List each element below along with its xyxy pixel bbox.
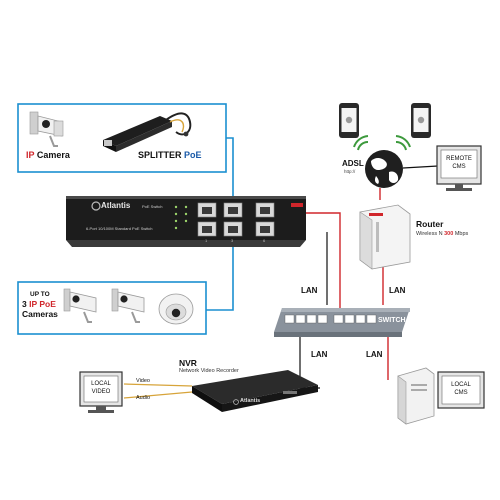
poe-link-top <box>226 137 234 207</box>
adsl-label: ADSL <box>342 159 364 168</box>
dome-camera-icon <box>158 293 194 325</box>
up-to-label: UP TO <box>30 291 50 298</box>
router-unit: Mbps <box>453 231 469 237</box>
local-video-label: LOCAL VIDEO <box>84 380 118 396</box>
ip-camera-label: IP Camera <box>26 150 70 160</box>
poe-switch-model: PoE Switch <box>142 204 163 209</box>
apple-logo-icon <box>345 116 353 124</box>
poe-port-number: 3 <box>231 238 234 243</box>
router-speed: 300 <box>444 231 454 237</box>
lan-label: LAN <box>301 286 318 295</box>
router-title: Router <box>416 219 444 229</box>
lan-label: LAN <box>389 286 406 295</box>
nvr-subtitle: Network Video Recorder <box>179 368 239 374</box>
poe-switch-subtitle: 6-Port 10/100M Standard PoE Switch <box>86 226 153 231</box>
poe-switch-brand: Atlantis <box>101 201 131 210</box>
poe-switch-device <box>66 196 306 247</box>
remote-cms-label: REMOTE CMS <box>441 155 477 171</box>
bullet-camera-icon <box>63 288 97 323</box>
apple-logo-icon <box>417 116 425 124</box>
local-video-line: LOCAL <box>91 381 111 387</box>
remote-cms-monitor-icon <box>436 145 482 191</box>
adsl-url: http:// <box>344 169 356 174</box>
cameras-label: Cameras <box>22 309 58 319</box>
splitter-poe-label: SPLITTER PoE <box>138 150 202 160</box>
nvr-device <box>192 370 318 412</box>
cameras-ip-poe: IP PoE <box>29 299 56 309</box>
globe-icon <box>365 150 403 188</box>
remote-cms-line: REMOTE <box>446 156 472 162</box>
lan-label: LAN <box>311 350 328 359</box>
nvr-title: NVR <box>179 358 197 368</box>
switch-label: SWITCH <box>378 317 406 324</box>
poe-port-number: 1 <box>205 238 208 243</box>
atlantis-logo-icon <box>233 399 239 405</box>
poe-link-bottom <box>206 238 234 311</box>
splitter-label-poe: PoE <box>184 150 202 160</box>
globe-to-remote-cms-link <box>402 165 439 169</box>
local-cms-line: LOCAL <box>451 382 471 388</box>
smartphone-icon <box>411 103 431 138</box>
nvr-brand: Atlantis <box>240 398 261 404</box>
ip-label-prefix: IP <box>26 150 35 160</box>
local-cms-label: LOCAL CMS <box>442 381 480 397</box>
video-label: Video <box>136 378 150 384</box>
audio-cable <box>123 391 193 399</box>
cameras-count: 3 <box>22 299 30 309</box>
splitter-label-prefix: SPLITTER <box>138 150 185 160</box>
poe-port-number: 6 <box>263 238 266 243</box>
router-device <box>359 204 411 270</box>
local-cms-line: CMS <box>454 390 468 396</box>
atlantis-logo-icon <box>91 201 101 211</box>
local-video-line: VIDEO <box>91 389 111 395</box>
smartphone-icon <box>339 103 359 138</box>
local-video-monitor-icon <box>79 371 123 413</box>
remote-cms-line: CMS <box>452 164 466 170</box>
lan-label: LAN <box>366 350 383 359</box>
router-subtitle-prefix: Wireless N <box>416 231 445 237</box>
wifi-signal-icon <box>353 135 411 151</box>
bullet-camera-icon <box>111 288 145 323</box>
audio-label: Audio <box>136 395 151 401</box>
video-cable <box>123 383 193 387</box>
splitter-poe-icon <box>103 112 192 152</box>
local-cms-pc-icon <box>397 367 485 425</box>
ip-poe-cameras-label: 3 IP PoE <box>22 299 56 309</box>
ip-camera-icon <box>29 111 64 147</box>
router-subtitle: Wireless N 300 Mbps <box>416 231 468 237</box>
ip-label-rest: Camera <box>34 150 70 160</box>
network-switch-device <box>274 308 410 337</box>
